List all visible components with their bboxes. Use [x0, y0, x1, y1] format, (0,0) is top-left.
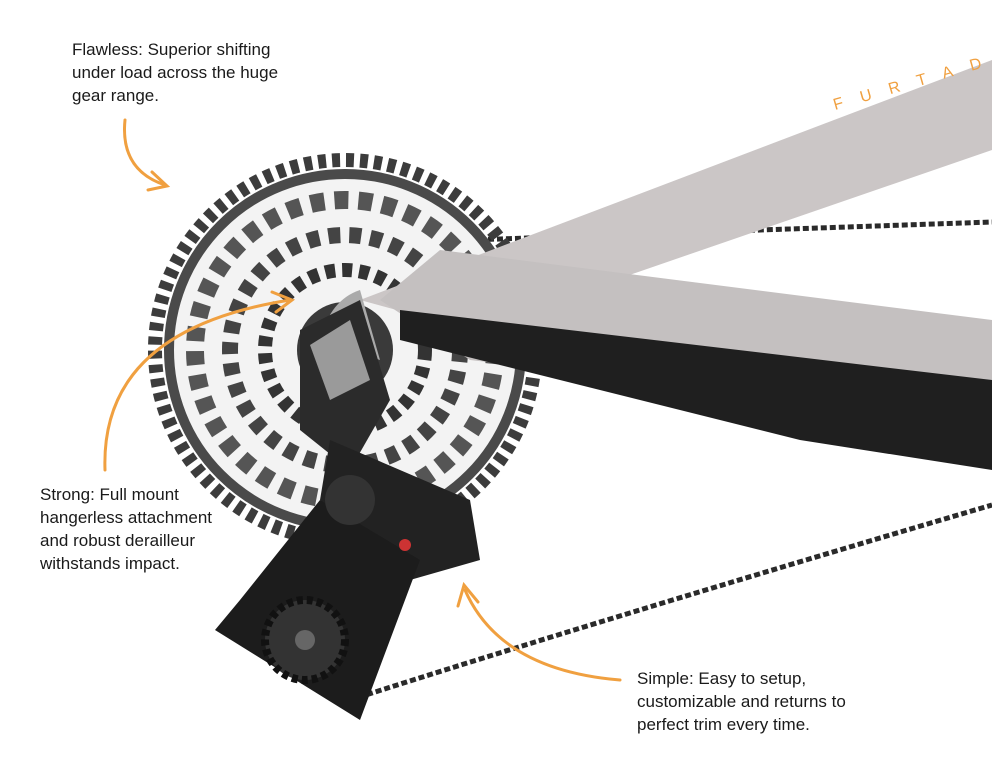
arrow-strong	[103, 298, 292, 472]
annotation-arrows	[103, 118, 622, 682]
callout-simple: Simple: Easy to setup, customizable and …	[637, 669, 846, 734]
arrowhead-simple	[456, 581, 480, 608]
arrowhead-strong	[270, 290, 296, 314]
arrow-flawless	[123, 118, 167, 187]
callout-flawless: Flawless: Superior shifting under load a…	[72, 40, 279, 105]
callout-strong: Strong: Full mount hangerless attachment…	[40, 485, 212, 573]
rear-derailleur	[215, 300, 480, 720]
arrow-simple	[463, 588, 622, 682]
arrowhead-flawless	[146, 170, 171, 192]
